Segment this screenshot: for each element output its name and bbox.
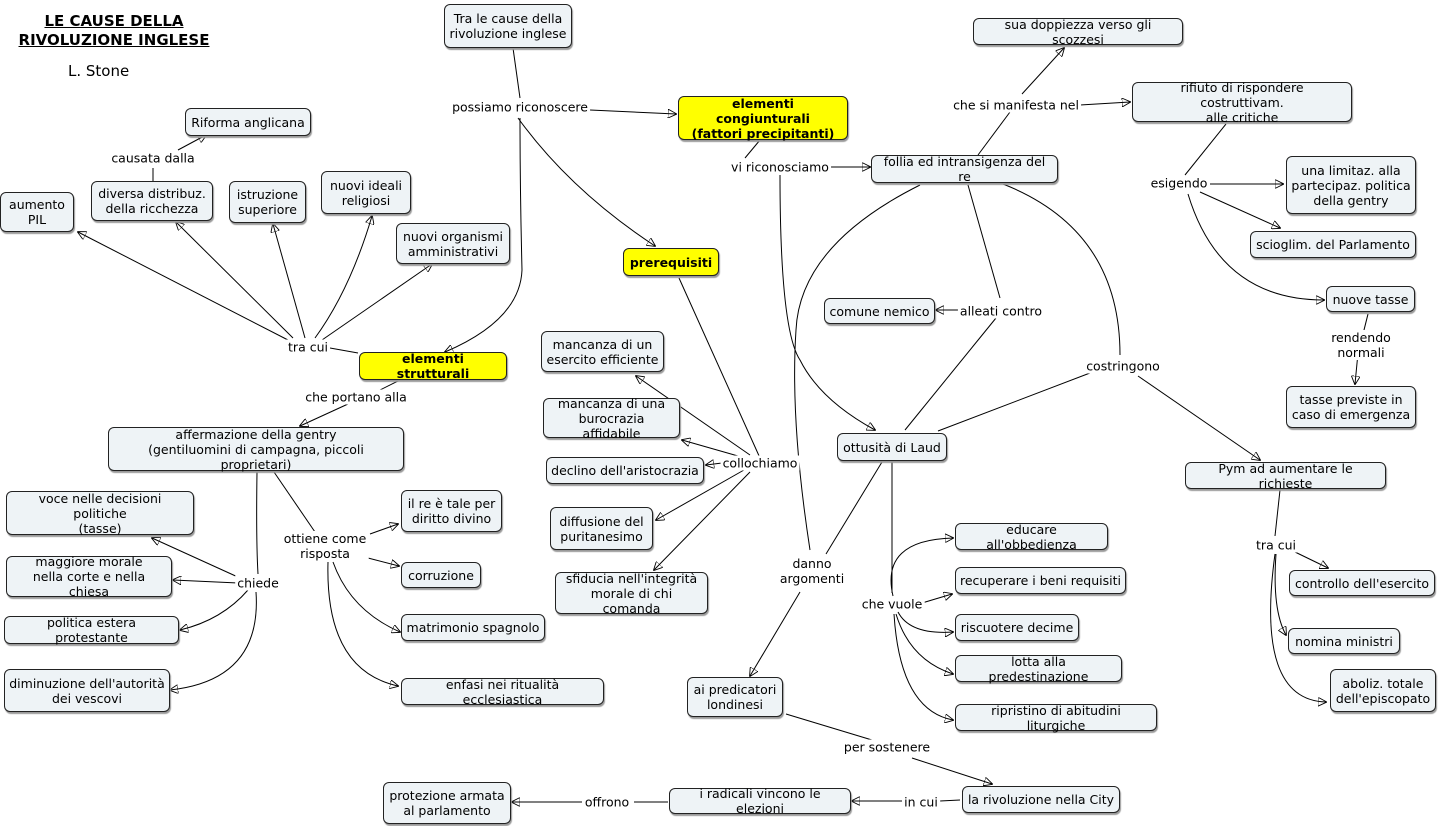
label-per-sostenere: per sostenere bbox=[841, 739, 933, 755]
node-educare-obbedienza[interactable]: educare all'obbedienza bbox=[955, 522, 1108, 552]
label-causata-dalla: causata dalla bbox=[109, 150, 197, 166]
node-rifiuto-rispondere[interactable]: rifiuto di rispondere costruttivam. alle… bbox=[1132, 80, 1352, 125]
node-nuovi-ideali[interactable]: nuovi ideali religiosi bbox=[321, 171, 411, 214]
label-danno-argomenti: danno argomenti bbox=[777, 556, 847, 586]
node-elementi-strutturali[interactable]: elementi strutturali bbox=[359, 351, 507, 381]
node-nuove-tasse[interactable]: nuove tasse bbox=[1326, 286, 1415, 312]
label-che-vuole: che vuole bbox=[859, 596, 925, 612]
node-affermazione-gentry[interactable]: affermazione della gentry (gentiluomini … bbox=[108, 427, 404, 472]
label-rendendo-normali: rendendo normali bbox=[1322, 330, 1400, 360]
label-tra-cui-pym: tra cui bbox=[1254, 537, 1298, 553]
label-offrono: offrono bbox=[582, 794, 632, 810]
map-author: L. Stone bbox=[68, 62, 130, 80]
node-ottusita-laud[interactable]: ottusità di Laud bbox=[837, 433, 947, 461]
node-riforma-anglicana[interactable]: Riforma anglicana bbox=[185, 108, 311, 136]
node-declino-aristocrazia[interactable]: declino dell'aristocrazia bbox=[546, 457, 704, 484]
node-ripristino-abitudini[interactable]: ripristino di abitudini liturgiche bbox=[955, 703, 1157, 733]
node-comune-nemico[interactable]: comune nemico bbox=[824, 298, 935, 324]
node-nomina-ministri[interactable]: nomina ministri bbox=[1288, 628, 1400, 654]
node-maggiore-morale[interactable]: maggiore morale nella corte e nella chie… bbox=[6, 554, 172, 599]
label-che-si-manifesta-nel: che si manifesta nel bbox=[951, 97, 1081, 113]
node-recuperare-beni[interactable]: recuperare i beni requisiti bbox=[955, 567, 1126, 594]
node-sua-doppiezza[interactable]: sua doppiezza verso gli scozzesi bbox=[973, 17, 1183, 47]
node-elementi-congiunturali[interactable]: elementi congiunturali (fattori precipit… bbox=[678, 96, 848, 141]
node-tra-le-cause[interactable]: Tra le cause della rivoluzione inglese bbox=[444, 4, 572, 48]
node-scioglim-parlamento[interactable]: scioglim. del Parlamento bbox=[1250, 231, 1416, 258]
label-ottiene-risposta: ottiene come risposta bbox=[281, 531, 369, 561]
label-esigendo: esigendo bbox=[1148, 175, 1210, 191]
node-matrimonio-spagnolo[interactable]: matrimonio spagnolo bbox=[401, 614, 545, 641]
node-enfasi-ritualita[interactable]: enfasi nei ritualità ecclesiastica bbox=[401, 677, 604, 707]
label-collochiamo: collochiamo bbox=[720, 455, 800, 471]
label-che-portano-alla: che portano alla bbox=[303, 389, 409, 405]
node-radicali-vincono[interactable]: i radicali vincono le elezioni bbox=[669, 786, 851, 816]
node-diversa-distribuz[interactable]: diversa distribuz. della ricchezza bbox=[91, 181, 213, 221]
node-voce-decisioni[interactable]: voce nelle decisioni politiche (tasse) bbox=[6, 491, 194, 536]
label-chiede: chiede bbox=[235, 575, 281, 591]
node-nuovi-organismi[interactable]: nuovi organismi amministrativi bbox=[396, 223, 510, 264]
node-re-diritto-divino[interactable]: il re è tale per diritto divino bbox=[401, 490, 502, 532]
node-lotta-predestinazione[interactable]: lotta alla predestinazione bbox=[955, 654, 1122, 684]
label-tra-cui-strutturali: tra cui bbox=[286, 339, 330, 355]
label-possiamo-riconoscere: possiamo riconoscere bbox=[450, 99, 590, 115]
label-vi-riconosciamo: vi riconosciamo bbox=[729, 159, 831, 175]
node-protezione-armata[interactable]: protezione armata al parlamento bbox=[383, 782, 511, 824]
node-diminuzione-autorita[interactable]: diminuzione dell'autorità dei vescovi bbox=[4, 669, 170, 712]
node-follia-re[interactable]: follia ed intransigenza del re bbox=[871, 154, 1058, 184]
node-diffusione-puritanesimo[interactable]: diffusione del puritanesimo bbox=[550, 507, 653, 550]
node-istruzione-superiore[interactable]: istruzione superiore bbox=[229, 181, 306, 223]
node-controllo-esercito[interactable]: controllo dell'esercito bbox=[1289, 570, 1435, 596]
node-sfiducia-integrita[interactable]: sfiducia nell'integrità morale di chi co… bbox=[555, 571, 708, 616]
node-aboliz-episcopato[interactable]: aboliz. totale dell'episcopato bbox=[1330, 669, 1436, 712]
label-costringono: costringono bbox=[1084, 358, 1162, 374]
label-in-cui: in cui bbox=[902, 794, 940, 810]
node-pym-richieste[interactable]: Pym ad aumentare le richieste bbox=[1185, 461, 1386, 491]
node-tasse-previste[interactable]: tasse previste in caso di emergenza bbox=[1286, 386, 1416, 428]
node-limitaz-partecipaz[interactable]: una limitaz. alla partecipaz. politica d… bbox=[1286, 156, 1416, 214]
node-corruzione[interactable]: corruzione bbox=[401, 562, 481, 588]
label-alleati-contro: alleati contro bbox=[957, 303, 1045, 319]
node-aumento-pil[interactable]: aumento PIL bbox=[0, 192, 74, 232]
node-mancanza-esercito[interactable]: mancanza di un esercito efficiente bbox=[541, 331, 664, 372]
map-title: LE CAUSE DELLA RIVOLUZIONE INGLESE bbox=[18, 12, 210, 49]
node-riscuotere-decime[interactable]: riscuotere decime bbox=[955, 614, 1079, 641]
node-predicatori-londinesi[interactable]: ai predicatori londinesi bbox=[687, 677, 783, 717]
node-mancanza-burocrazia[interactable]: mancanza di una burocrazia affidabile bbox=[543, 396, 680, 441]
node-politica-estera[interactable]: politica estera protestante bbox=[4, 615, 179, 645]
node-prerequisiti[interactable]: prerequisiti bbox=[623, 248, 719, 276]
node-rivoluzione-city[interactable]: la rivoluzione nella City bbox=[962, 786, 1120, 813]
